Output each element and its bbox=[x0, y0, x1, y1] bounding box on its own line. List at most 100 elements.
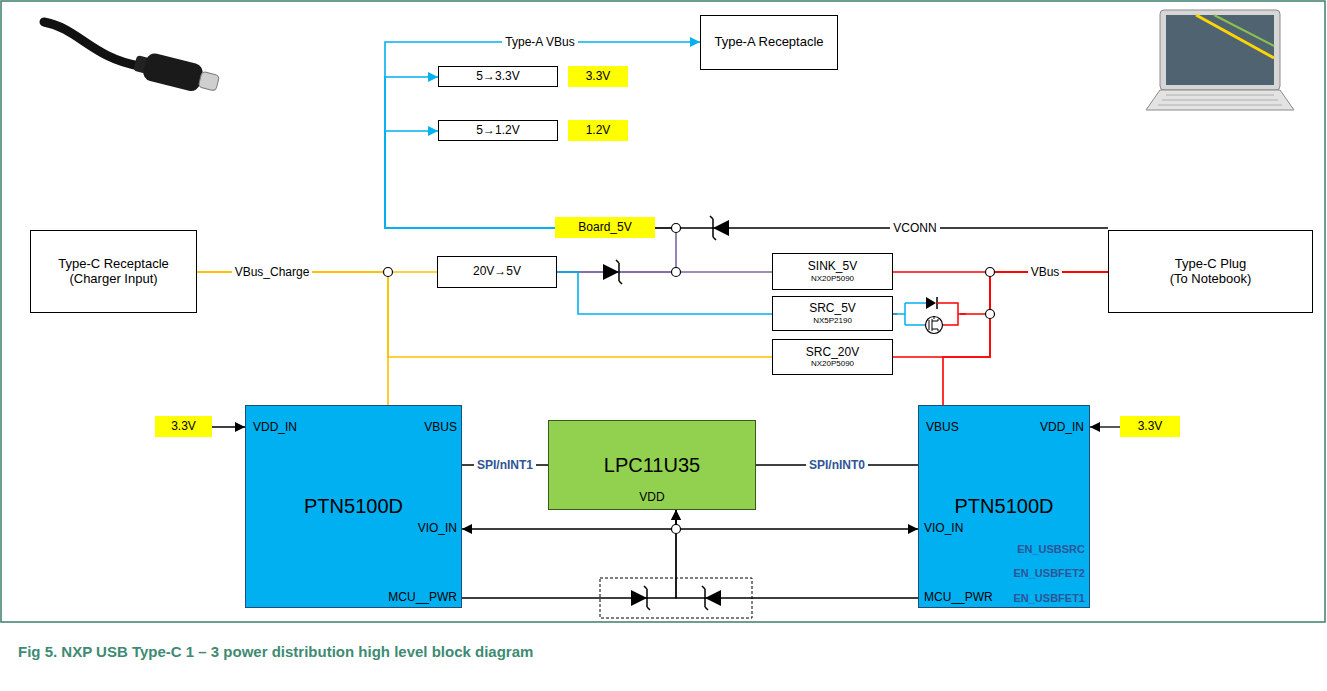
power-connector bbox=[385, 77, 555, 228]
pin-name: MCU__PWR bbox=[924, 591, 993, 605]
pin-name: VBUS bbox=[424, 421, 457, 435]
zener-diode-symbol bbox=[710, 216, 729, 240]
mosfet-terminals bbox=[929, 316, 938, 331]
laptop-screen bbox=[1166, 15, 1274, 85]
signal-label: SPI/nINT1 bbox=[474, 458, 536, 472]
box-label: NX5P2190 bbox=[813, 316, 852, 325]
power-connector bbox=[385, 42, 700, 228]
pin-name: EN_USBFET2 bbox=[1013, 567, 1085, 580]
load-switch-box: SRC_5VNX5P2190 bbox=[772, 296, 893, 331]
box-label: 3.3V bbox=[1138, 420, 1163, 434]
cable-illustration bbox=[44, 22, 140, 66]
junction-dot bbox=[986, 310, 995, 319]
box-label: Type-C Receptacle (Charger Input) bbox=[53, 257, 175, 287]
pd-phy-chip: VDD_IN VBUS PTN5100D VIO_IN MCU__PWR bbox=[245, 405, 462, 608]
power-connector bbox=[557, 272, 772, 314]
zener-diode-symbol bbox=[603, 260, 622, 284]
receptacle-box: Type-A Receptacle bbox=[700, 15, 838, 70]
power-connector bbox=[462, 510, 676, 529]
power-connector bbox=[212, 426, 245, 427]
pin-name: VBUS bbox=[926, 421, 959, 435]
diode-bar bbox=[710, 216, 716, 240]
diode-bar bbox=[616, 260, 622, 284]
box-label: 5→3.3V bbox=[476, 70, 519, 84]
pin-name: VDD_IN bbox=[1040, 421, 1084, 435]
chip-name: LPC11U35 bbox=[549, 454, 755, 477]
diode-group-outline bbox=[600, 578, 752, 618]
junction-dot bbox=[672, 224, 681, 233]
diode-triangle bbox=[713, 220, 729, 236]
screen-stripe bbox=[1196, 15, 1274, 58]
signal-label: VBus_Charge bbox=[232, 265, 313, 279]
laptop-base bbox=[1146, 90, 1294, 110]
microcontroller-chip: LPC11U35VDD bbox=[548, 420, 756, 510]
laptop-illustration bbox=[1146, 10, 1294, 110]
rail-tag: Board_5V bbox=[555, 217, 655, 238]
box-label: SRC_20V bbox=[806, 346, 859, 360]
box-label: 5→1.2V bbox=[476, 124, 519, 138]
junction-dot bbox=[672, 525, 681, 534]
load-switch-box: SRC_20VNX20P5090 bbox=[772, 339, 893, 375]
box-label: 3.3V bbox=[171, 420, 196, 434]
plug-body bbox=[141, 52, 204, 93]
box-label: 1.2V bbox=[586, 124, 611, 138]
voltage-tag: 3.3V bbox=[568, 66, 628, 87]
figure-frame bbox=[1, 1, 1325, 622]
diode-triangle bbox=[705, 590, 721, 606]
figure-caption: Fig 5. NXP USB Type-C 1 – 3 power distri… bbox=[18, 643, 533, 660]
regulator-box: 20V→5V bbox=[437, 256, 557, 288]
keyboard-rows bbox=[1158, 95, 1282, 105]
voltage-tag: 1.2V bbox=[568, 120, 628, 141]
signal-label: VBus bbox=[1028, 265, 1063, 279]
zener-diode-symbol bbox=[631, 586, 650, 610]
screen-stripe bbox=[1214, 15, 1274, 46]
power-connector bbox=[462, 510, 676, 598]
laptop-lid bbox=[1160, 10, 1280, 90]
diode-triangle bbox=[926, 297, 936, 309]
voltage-tag: 3.3V bbox=[1120, 416, 1180, 437]
diode-bar bbox=[644, 586, 650, 610]
wire-mask bbox=[897, 309, 960, 319]
box-label: SINK_5V bbox=[808, 260, 857, 274]
pin-name: EN_USBFET1 bbox=[1013, 592, 1085, 605]
junction-dot bbox=[672, 268, 681, 277]
pin-name: VDD bbox=[549, 491, 755, 505]
power-connector bbox=[197, 272, 388, 405]
pin-name: VDD_IN bbox=[253, 421, 297, 435]
junction-dot bbox=[986, 268, 995, 277]
pd-phy-chip: VBUSVDD_INPTN5100DVIO_INEN_USBSRCEN_USBF… bbox=[918, 405, 1090, 608]
diode-bar bbox=[702, 586, 708, 610]
pin-name: VIO_IN bbox=[418, 522, 457, 536]
diode-triangle bbox=[631, 590, 647, 606]
pin-name: MCU__PWR bbox=[388, 591, 457, 605]
box-label: NX20P5090 bbox=[811, 359, 854, 368]
mosfet-body bbox=[926, 317, 943, 334]
regulator-box: 5→3.3V bbox=[438, 66, 558, 87]
signal-label: SPI/nINT0 bbox=[806, 458, 868, 472]
diode-triangle bbox=[603, 264, 619, 280]
zener-diode-symbol bbox=[702, 586, 721, 610]
connector-box: Type-C Plug (To Notebook) bbox=[1108, 230, 1313, 313]
power-connector bbox=[1090, 426, 1120, 427]
signal-label: Type-A VBus bbox=[502, 35, 577, 49]
junction-dot bbox=[384, 268, 393, 277]
mosfet-symbol bbox=[893, 297, 966, 334]
box-label: NX20P5090 bbox=[811, 274, 854, 283]
power-connector bbox=[893, 272, 1108, 314]
power-connector bbox=[893, 272, 1108, 357]
chip-name: PTN5100D bbox=[246, 495, 461, 518]
pin-name: EN_USBSRC bbox=[1017, 543, 1085, 556]
power-connector bbox=[676, 510, 918, 529]
bypass-wire bbox=[893, 303, 926, 325]
plug-illustration bbox=[132, 49, 221, 97]
signal-label: VCONN bbox=[890, 221, 939, 235]
box-label: 3.3V bbox=[586, 70, 611, 84]
box-label: Type-C Plug (To Notebook) bbox=[1166, 257, 1255, 287]
box-label: SRC_5V bbox=[809, 302, 856, 316]
pin-name: VIO_IN bbox=[924, 522, 963, 536]
power-connector bbox=[943, 272, 1108, 405]
